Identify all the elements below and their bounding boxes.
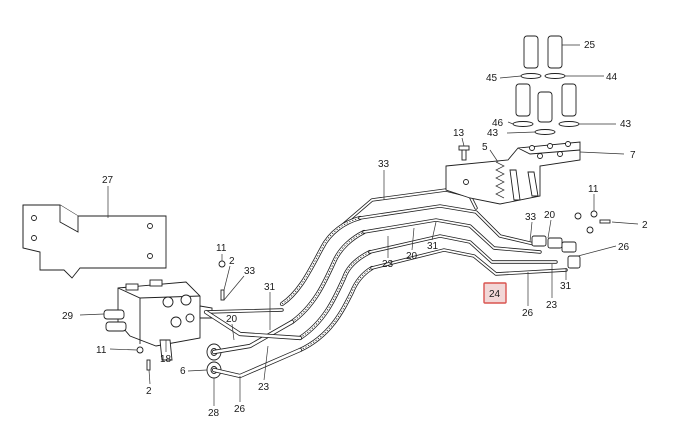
leader-lines (79, 44, 639, 406)
callout-13: 13 (453, 128, 465, 139)
callout-43: 43 (620, 119, 632, 130)
callout-2: 2 (642, 220, 648, 231)
callout-31: 31 (560, 281, 572, 292)
callout-28: 28 (208, 408, 220, 419)
bolt-13 (458, 145, 470, 161)
callout-43: 43 (487, 128, 499, 139)
callout-26: 26 (618, 242, 630, 253)
callout-45: 45 (486, 73, 498, 84)
callout-20: 20 (226, 314, 238, 325)
callout-20: 20 (544, 210, 556, 221)
callout-2: 2 (146, 386, 152, 397)
right-end-fittings (531, 235, 581, 269)
fasteners (136, 210, 611, 371)
callout-23: 23 (382, 259, 394, 270)
quick-couplers (512, 35, 580, 135)
callout-33: 33 (525, 212, 537, 223)
mounting-bracket-27 (22, 204, 167, 279)
callout-27: 27 (102, 175, 114, 186)
hydraulic-hoses (203, 188, 568, 379)
callout-20: 20 (406, 251, 418, 262)
callout-6: 6 (180, 366, 186, 377)
callout-33: 33 (244, 266, 256, 277)
callout-18: 18 (160, 354, 172, 365)
callout-2: 2 (229, 256, 235, 267)
bracket-7 (445, 141, 581, 205)
callout-31: 31 (427, 241, 439, 252)
callout-26: 26 (522, 308, 534, 319)
callout-11: 11 (96, 345, 107, 356)
callout-5: 5 (482, 142, 488, 153)
control-valve-block (103, 279, 213, 361)
callout-11: 11 (216, 243, 227, 254)
callout-23: 23 (546, 300, 558, 311)
callout-24[interactable]: 24 (489, 289, 501, 300)
callout-31: 31 (264, 282, 276, 293)
highlighted-callout-24[interactable]: 24 (483, 282, 507, 304)
callout-26: 26 (234, 404, 246, 415)
callout-29: 29 (62, 311, 74, 322)
callout-7: 7 (630, 150, 636, 161)
callout-33: 33 (378, 159, 390, 170)
callout-labels: 25 45 44 46 43 43 13 5 7 33 27 11 2 11 2… (62, 40, 648, 419)
callout-23: 23 (258, 382, 270, 393)
callout-11: 11 (588, 184, 599, 195)
spring-5 (495, 161, 505, 199)
callout-44: 44 (606, 72, 618, 83)
callout-46: 46 (492, 118, 504, 129)
callout-25: 25 (584, 40, 596, 51)
